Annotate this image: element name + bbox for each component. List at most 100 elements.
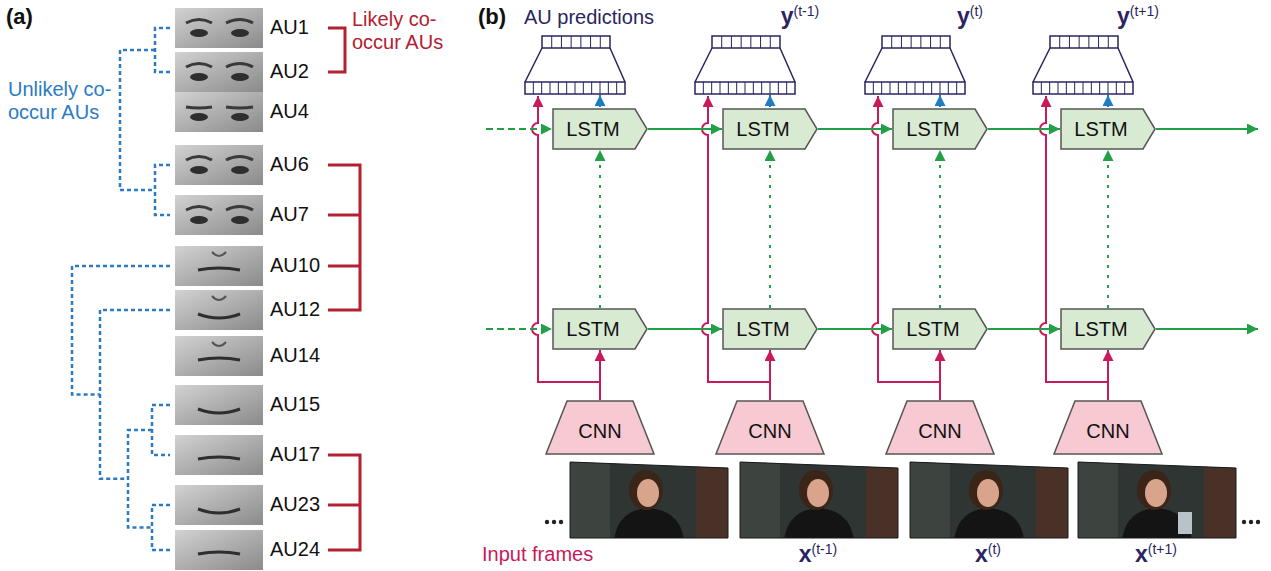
vector-cell — [571, 36, 572, 48]
face — [807, 479, 829, 507]
mouth — [198, 457, 240, 459]
vector-cell — [711, 82, 712, 94]
dendrogram-line — [72, 266, 170, 394]
eye — [190, 166, 208, 174]
frame-border — [740, 462, 898, 538]
recurrent-arrow — [818, 328, 892, 330]
prediction-head — [1033, 36, 1133, 94]
dendrogram-line — [155, 165, 170, 215]
fc-layer — [525, 48, 625, 82]
au-label: AU24 — [270, 538, 320, 561]
eye — [190, 113, 208, 121]
lstm-shape — [1061, 109, 1155, 149]
door — [1204, 460, 1238, 540]
face-image — [175, 336, 263, 376]
symbol: x — [975, 541, 988, 567]
vector-cell — [890, 82, 891, 94]
recurrent-arrow — [818, 128, 892, 130]
ellipsis-dot — [552, 520, 556, 524]
vector-cell — [786, 82, 787, 94]
face-image — [175, 8, 263, 48]
face-image — [175, 195, 263, 235]
superscript: (t-1) — [812, 541, 838, 557]
eye — [231, 216, 249, 224]
vector-cell — [616, 82, 617, 94]
ellipsis-dot — [545, 520, 549, 524]
wall — [910, 460, 950, 540]
shirt — [614, 508, 684, 540]
cnn-shape — [716, 401, 824, 454]
cnn-shape — [546, 401, 654, 454]
vector-cell — [1049, 82, 1050, 94]
superscript: (t) — [988, 541, 1001, 557]
eye — [231, 29, 249, 37]
frame-background — [570, 460, 730, 540]
vector-cell — [1079, 36, 1080, 48]
input-frame — [1078, 460, 1238, 540]
au-label: AU12 — [270, 298, 320, 321]
vector-cell — [898, 82, 899, 94]
vector-cell — [550, 82, 551, 94]
frame-content — [1078, 460, 1238, 540]
vector-cell — [915, 82, 916, 94]
lstm-shape — [723, 109, 817, 149]
input-frame — [910, 460, 1070, 540]
vector-cell — [600, 36, 601, 48]
au-label: AU6 — [270, 153, 309, 176]
vector-cell — [703, 82, 704, 94]
vector-cell — [728, 82, 729, 94]
bracket — [328, 214, 360, 217]
vector-cell — [566, 82, 567, 94]
au-label: AU17 — [270, 443, 320, 466]
au-label: AU4 — [270, 100, 309, 123]
feature-arrow — [1107, 350, 1109, 400]
eye — [231, 113, 249, 121]
vector-cell — [931, 82, 932, 94]
frame-border — [1078, 462, 1236, 538]
vector-cell — [1058, 82, 1059, 94]
au-label: AU2 — [270, 60, 309, 83]
group-label: Likely co-occur AUs — [352, 8, 444, 54]
vector-cell — [736, 82, 737, 94]
wall — [1078, 460, 1118, 540]
hair — [969, 470, 1003, 510]
vector-cell — [770, 36, 771, 48]
recurrent-arrow — [988, 328, 1060, 330]
output-title: AU predictions — [524, 6, 654, 29]
input-symbol: x(t+1) — [1135, 540, 1177, 569]
dendrogram-line — [128, 430, 152, 528]
face-image — [175, 145, 263, 185]
face-image — [175, 290, 263, 330]
face-crop — [175, 435, 263, 475]
bracket — [328, 265, 360, 268]
output-symbol: y(t) — [957, 2, 983, 31]
cnn-shape — [1054, 401, 1162, 454]
lstm-shape — [723, 309, 817, 349]
hair — [799, 470, 833, 510]
prediction-head — [865, 36, 965, 94]
ellipsis-dot — [1256, 520, 1260, 524]
eye — [231, 73, 249, 81]
vector-cell — [731, 36, 732, 48]
vector-cell — [940, 82, 941, 94]
hair — [1137, 470, 1171, 510]
wall — [570, 460, 610, 540]
lstm-cell: LSTM — [892, 308, 988, 350]
mouth — [198, 509, 240, 513]
frame-border — [910, 462, 1068, 538]
vector-cell — [753, 82, 754, 94]
mouth — [198, 268, 240, 270]
fc-layer — [1033, 48, 1133, 82]
recurrent-arrow — [648, 328, 722, 330]
node-text: CNN — [748, 419, 791, 443]
nose — [212, 296, 226, 300]
bracket — [328, 455, 360, 550]
connectors — [600, 129, 1108, 400]
recurrent-input — [486, 328, 552, 330]
fc-layer — [865, 48, 965, 82]
vector-cell — [1108, 36, 1109, 48]
vector-cell — [1066, 82, 1067, 94]
cnn-block: CNN — [545, 400, 655, 455]
face-image — [175, 92, 263, 132]
